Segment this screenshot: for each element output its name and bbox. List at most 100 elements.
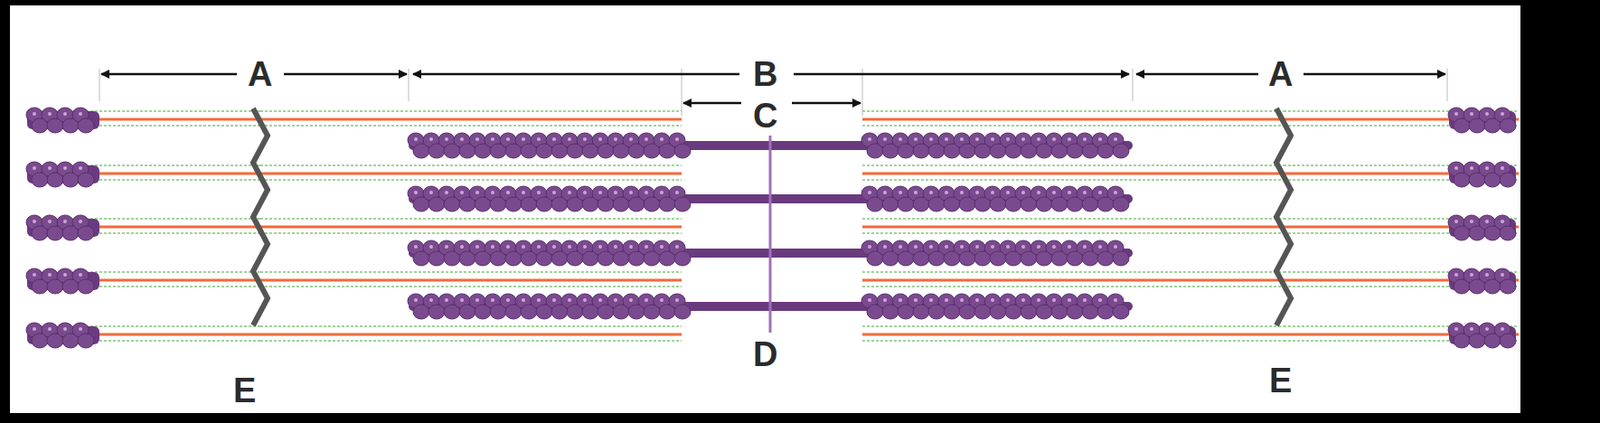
dimension-arrow bbox=[791, 102, 861, 105]
myosin-head-dot bbox=[47, 327, 52, 331]
actin-strand bbox=[862, 164, 1284, 167]
myosin-head-dot bbox=[460, 190, 464, 195]
actin-filament bbox=[862, 333, 1284, 337]
dimension-arrow bbox=[101, 73, 237, 76]
myosin-head-dot bbox=[63, 272, 67, 277]
myosin-head-dot bbox=[506, 137, 510, 142]
myosin-head-dot bbox=[659, 137, 664, 142]
myosin-head-dot bbox=[32, 166, 37, 170]
myosin-head-dot bbox=[1113, 137, 1118, 142]
myosin-head-dot bbox=[1113, 298, 1118, 302]
myosin-head-dot bbox=[883, 298, 887, 302]
myosin-head-dot bbox=[78, 112, 83, 116]
myosin-head-dot bbox=[1469, 112, 1474, 116]
myosin-head-dot bbox=[1485, 327, 1489, 331]
myosin-head-dot bbox=[429, 298, 433, 302]
myosin-head-dot bbox=[490, 190, 495, 195]
myosin-head bbox=[1112, 251, 1130, 266]
myosin-head-dot bbox=[644, 244, 649, 249]
myosin-head-dot bbox=[1485, 166, 1489, 170]
myosin-head-dot bbox=[475, 137, 480, 142]
myosin-head-dot bbox=[78, 219, 83, 224]
myosin-head-dot bbox=[63, 219, 67, 224]
myosin-head-dot bbox=[960, 190, 964, 195]
myosin-head-dot bbox=[583, 190, 587, 195]
myosin-head-dot bbox=[506, 298, 510, 302]
myosin-head-dot bbox=[521, 190, 526, 195]
dimension-tick bbox=[862, 68, 864, 116]
myosin-head-dot bbox=[629, 137, 633, 142]
myosin-head-dot bbox=[929, 298, 933, 302]
myosin-head-dot bbox=[536, 190, 541, 195]
actin-strand bbox=[862, 285, 1284, 288]
myosin-head-dot bbox=[598, 244, 603, 249]
myosin-head-dot bbox=[414, 298, 418, 302]
myosin-head-dot bbox=[883, 244, 887, 249]
myosin-head-dot bbox=[1469, 166, 1474, 170]
myosin-head-dot bbox=[506, 190, 510, 195]
part-letter: E bbox=[229, 373, 260, 408]
myosin-head-dot bbox=[629, 298, 633, 302]
myosin-head-dot bbox=[1036, 244, 1041, 249]
myosin-head-dot bbox=[1036, 137, 1041, 142]
myosin-head-dot bbox=[1098, 137, 1102, 142]
myosin-head-dot bbox=[1067, 190, 1072, 195]
actin-filament bbox=[862, 118, 1284, 122]
myosin-head-dot bbox=[583, 137, 587, 142]
myosin-head-dot bbox=[47, 272, 52, 277]
myosin-head bbox=[77, 279, 95, 294]
actin-filament bbox=[260, 172, 682, 176]
myosin-head-dot bbox=[1485, 272, 1489, 277]
myosin-head bbox=[674, 251, 691, 266]
myosin-head-dot bbox=[975, 190, 979, 195]
m-line bbox=[769, 135, 772, 333]
myosin-head-dot bbox=[1454, 219, 1459, 224]
actin-filament bbox=[260, 279, 682, 283]
myosin-head-dot bbox=[990, 298, 995, 302]
myosin-head-dot bbox=[1113, 244, 1118, 249]
myosin-head-dot bbox=[460, 298, 464, 302]
myosin-head-dot bbox=[552, 137, 556, 142]
myosin-head-dot bbox=[567, 190, 572, 195]
myosin-head-dot bbox=[521, 298, 526, 302]
myosin-head bbox=[1112, 143, 1130, 159]
myosin-head-dot bbox=[47, 219, 52, 224]
part-letter: A bbox=[1264, 56, 1297, 92]
myosin-head-dot bbox=[990, 190, 995, 195]
myosin-head bbox=[674, 143, 691, 159]
myosin-head bbox=[1112, 304, 1130, 320]
myosin-head-dot bbox=[1113, 190, 1118, 195]
actin-strand bbox=[862, 110, 1284, 113]
actin-strand bbox=[260, 217, 682, 220]
myosin-head-dot bbox=[1454, 112, 1459, 116]
myosin-head-dot bbox=[475, 244, 480, 249]
myosin-head-dot bbox=[429, 190, 433, 195]
myosin-head-dot bbox=[867, 298, 872, 302]
dimension-tick bbox=[99, 68, 101, 102]
myosin-head-dot bbox=[32, 327, 37, 331]
part-letter: C bbox=[749, 98, 782, 133]
myosin-head-dot bbox=[1469, 219, 1474, 224]
myosin-head-dot bbox=[32, 112, 37, 116]
myosin-head-dot bbox=[598, 190, 603, 195]
myosin-head-dot bbox=[536, 298, 541, 302]
myosin-head-dot bbox=[898, 244, 903, 249]
myosin-head bbox=[1499, 333, 1516, 349]
myosin-head-dot bbox=[1036, 190, 1041, 195]
actin-strand bbox=[260, 339, 682, 342]
actin-strand bbox=[260, 285, 682, 288]
myosin-head-dot bbox=[1006, 190, 1010, 195]
myosin-head bbox=[77, 172, 95, 188]
myosin-head-dot bbox=[536, 137, 541, 142]
myosin-head-dot bbox=[629, 190, 633, 195]
myosin-head bbox=[674, 304, 691, 320]
myosin-head-dot bbox=[960, 298, 964, 302]
filaments bbox=[26, 68, 1519, 349]
myosin-head-dot bbox=[47, 166, 52, 170]
part-letter: E bbox=[1265, 363, 1296, 398]
dimension-arrow bbox=[283, 73, 407, 76]
myosin-head-dot bbox=[32, 272, 37, 277]
myosin-head-dot bbox=[929, 190, 933, 195]
myosin-head bbox=[77, 333, 95, 349]
